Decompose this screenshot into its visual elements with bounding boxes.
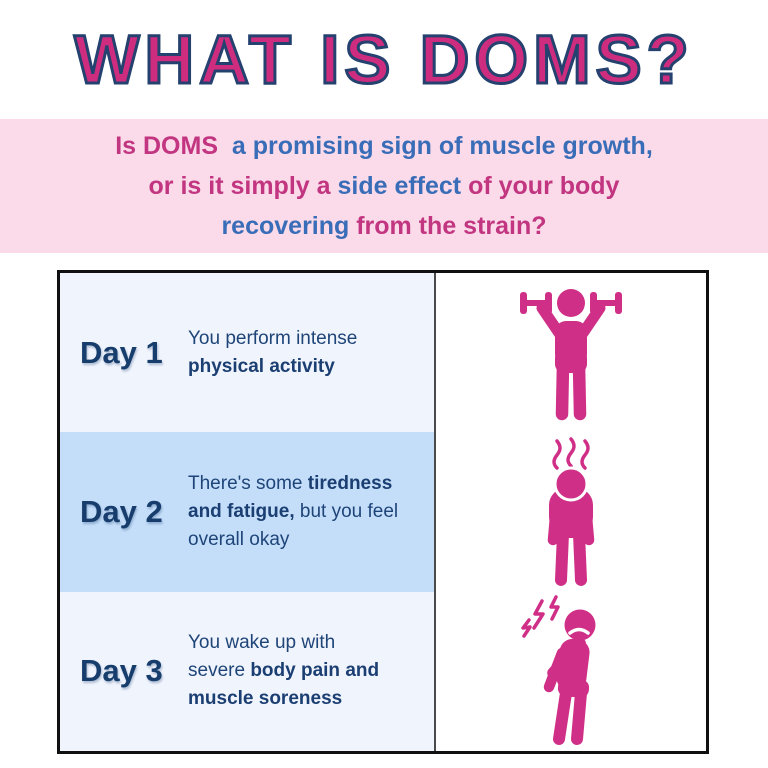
title-area: WHAT IS DOMS?	[0, 0, 768, 119]
day3-description: You wake up with severe body pain and mu…	[188, 629, 379, 713]
desc-bold-text: tiredness and fatigue,	[188, 472, 393, 522]
day3-label: Day 3	[80, 653, 163, 689]
desc-text: You wake up with severe	[188, 632, 336, 682]
day2-description: There's some tiredness and fatigue, but …	[188, 470, 398, 554]
desc-bold-text: physical activity	[188, 355, 335, 377]
table-row-day3-text: Day 3 You wake up with severe body pain …	[60, 591, 436, 751]
day1-label: Day 1	[80, 334, 163, 370]
subtitle-line-3: recovering from the strain?	[0, 206, 768, 246]
table-row-day1-icon-cell	[436, 273, 706, 433]
table-row-day3-icon-cell	[436, 591, 706, 751]
subtitle-segment: a promising sign of muscle growth,	[224, 132, 653, 160]
table-row-day2-text: Day 2 There's some tiredness and fatigue…	[60, 432, 436, 592]
subtitle-line-1: Is DOMS a promising sign of muscle growt…	[0, 126, 768, 166]
subtitle-segment: side effect	[337, 172, 469, 200]
desc-text: You perform intense	[188, 327, 358, 349]
tired-person-steam-icon	[547, 437, 595, 586]
subtitle-segment: of your body	[468, 172, 620, 200]
subtitle-segment: Is DOMS	[115, 132, 225, 160]
shoulder-pain-person-icon	[521, 595, 596, 746]
subtitle-segment: from the strain?	[356, 212, 547, 240]
day1-description: You perform intense physical activity	[188, 325, 357, 381]
desc-text: but you feel overall okay	[188, 500, 399, 550]
subtitle-banner: Is DOMS a promising sign of muscle growt…	[0, 119, 768, 253]
weightlifting-person-icon	[520, 288, 622, 420]
desc-bold-text: body pain and muscle soreness	[188, 660, 380, 710]
table-row-day2-icon-cell	[436, 432, 706, 592]
table-row-day1-text: Day 1 You perform intense physical activ…	[60, 273, 436, 433]
subtitle-segment: or is it simply a	[148, 172, 338, 200]
day2-label: Day 2	[80, 493, 163, 529]
subtitle-segment: recovering	[221, 212, 357, 240]
page-title: WHAT IS DOMS?	[73, 20, 694, 100]
subtitle-line-2: or is it simply a side effect of your bo…	[0, 166, 768, 206]
doms-timeline-table: Day 1 You perform intense physical activ…	[57, 270, 709, 754]
desc-text: There's some	[188, 472, 308, 494]
